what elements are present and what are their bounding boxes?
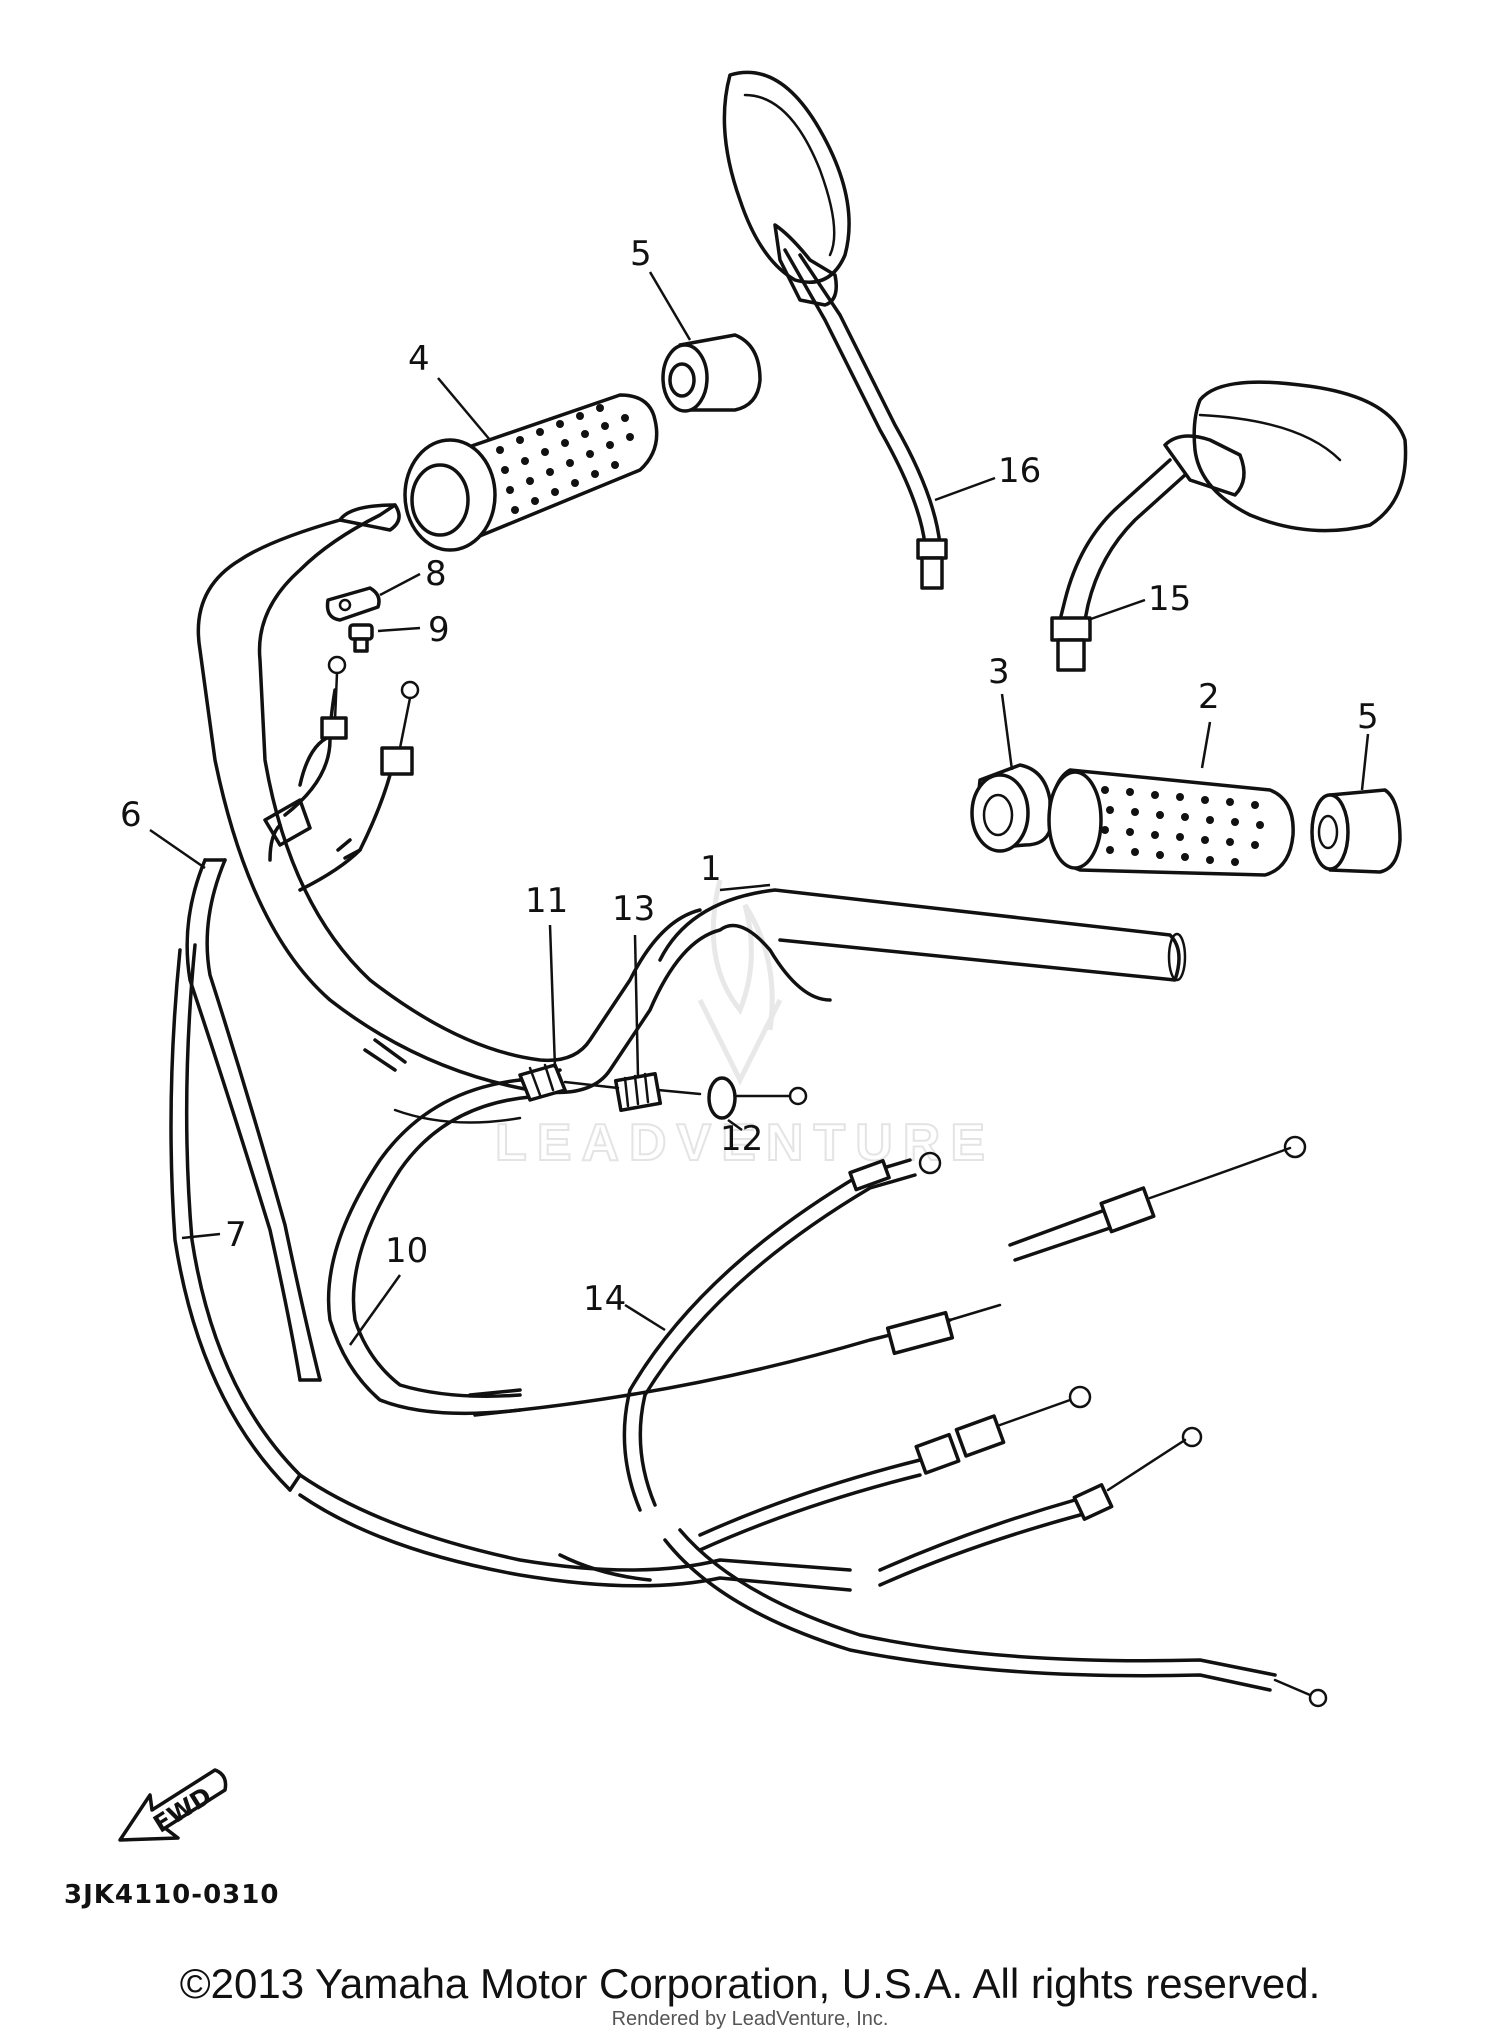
callout-13: 13 bbox=[612, 889, 655, 929]
cable-holder bbox=[325, 586, 381, 622]
right-cables bbox=[558, 1135, 1328, 1708]
grip-end-lower bbox=[1310, 788, 1402, 874]
callout-11: 11 bbox=[525, 881, 568, 921]
watermark-logo bbox=[697, 879, 783, 1086]
throttle-cable-7 bbox=[169, 943, 852, 1592]
grip-end-upper bbox=[661, 333, 762, 413]
grip-cap bbox=[970, 763, 1052, 853]
handlebar bbox=[196, 503, 1187, 1124]
callouts: 1 2 3 4 5 5 6 7 8 9 10 11 12 13 14 15 16 bbox=[120, 234, 1379, 1346]
grip-dots-right bbox=[1101, 786, 1264, 866]
mirror-right bbox=[1050, 380, 1408, 672]
callout-5-upper: 5 bbox=[630, 234, 652, 274]
callout-2: 2 bbox=[1198, 677, 1220, 717]
callout-16: 16 bbox=[998, 451, 1041, 491]
throttle-cable-ends bbox=[263, 655, 420, 892]
callout-6: 6 bbox=[120, 795, 142, 835]
callout-1: 1 bbox=[700, 849, 722, 889]
callout-14: 14 bbox=[583, 1279, 626, 1319]
grip-dots-left bbox=[496, 404, 634, 514]
screw bbox=[348, 623, 374, 653]
copyright-notice: ©2013 Yamaha Motor Corporation, U.S.A. A… bbox=[179, 1960, 1321, 2007]
callout-12: 12 bbox=[720, 1119, 763, 1159]
adjuster-13 bbox=[563, 1072, 702, 1112]
diagram-code: 3JK4110-0310 bbox=[64, 1880, 280, 1910]
callout-9: 9 bbox=[428, 610, 450, 650]
throttle-grip bbox=[403, 393, 659, 552]
fwd-arrow: FWD bbox=[118, 1768, 228, 1842]
callout-5-lower: 5 bbox=[1357, 697, 1379, 737]
callout-10: 10 bbox=[385, 1231, 428, 1271]
cable-14 bbox=[622, 1151, 942, 1512]
callout-4: 4 bbox=[408, 339, 430, 379]
throttle-cable-6 bbox=[185, 858, 322, 1382]
callout-3: 3 bbox=[988, 652, 1010, 692]
callout-8: 8 bbox=[425, 554, 447, 594]
adjuster-11 bbox=[518, 1063, 567, 1102]
callout-15: 15 bbox=[1148, 579, 1191, 619]
locknut-12 bbox=[707, 1076, 808, 1120]
rendered-by-notice: Rendered by LeadVenture, Inc. bbox=[611, 2008, 889, 2030]
mirror-left bbox=[722, 70, 948, 590]
callout-7: 7 bbox=[225, 1215, 247, 1255]
grip-right bbox=[1047, 768, 1295, 877]
